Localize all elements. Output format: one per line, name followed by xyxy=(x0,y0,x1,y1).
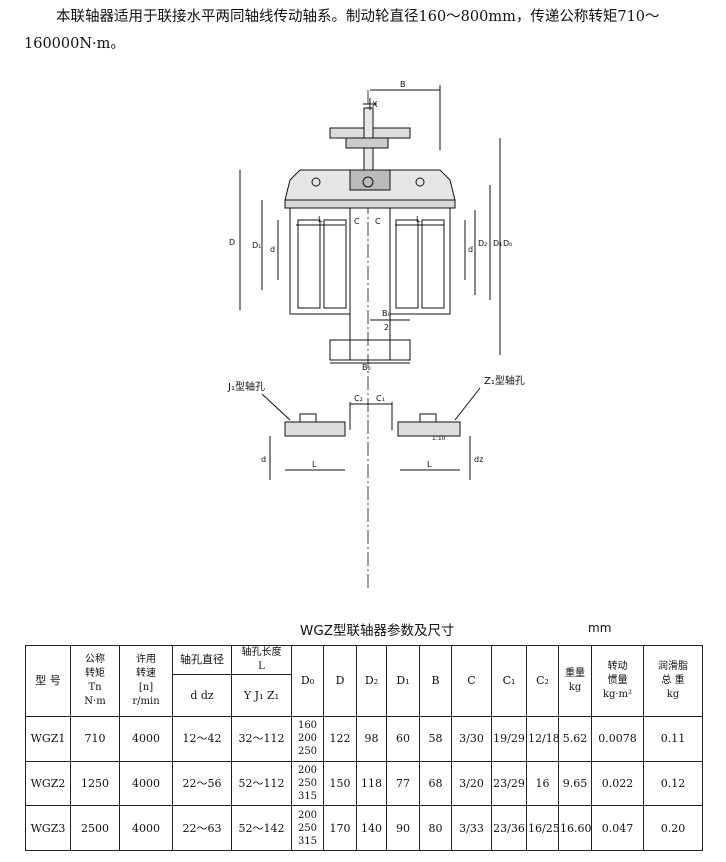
table-row: WGZ2 1250 4000 22～56 52～112 200 250 315 … xyxy=(25,760,703,807)
svg-text:D₁: D₁ xyxy=(252,241,261,250)
table-row: WGZ3 2500 4000 22～63 52～142 200 250 315 … xyxy=(25,805,703,851)
right-hub-section xyxy=(397,421,461,437)
svg-text:d: d xyxy=(261,455,266,464)
header-inertia: 转动 惯量 kg·m² xyxy=(591,645,644,717)
table-title: WGZ型联轴器参数及尺寸 xyxy=(300,623,455,639)
header-length-sub: Y J₁ Z₁ xyxy=(231,674,292,717)
header-c2: C₂ xyxy=(526,645,559,717)
label-j1-hole: J₁型轴孔 xyxy=(227,380,265,393)
header-grease: 润滑脂 总 重 kg xyxy=(643,645,703,717)
svg-text:d: d xyxy=(270,245,275,254)
header-d: D xyxy=(323,645,357,717)
header-length: 轴孔长度 L xyxy=(231,645,292,675)
header-d2: D₂ xyxy=(356,645,387,717)
svg-text:L: L xyxy=(416,215,421,224)
header-weight: 重量 kg xyxy=(558,645,592,717)
svg-text:C₂: C₂ xyxy=(354,394,363,403)
parameters-table: 型 号 公称 转矩 Tn N·m 许用 转速 [n] r/min 轴孔直径 轴孔… xyxy=(25,645,703,851)
svg-text:L: L xyxy=(312,460,317,469)
svg-text:D₀: D₀ xyxy=(503,239,512,248)
svg-text:D: D xyxy=(229,238,235,247)
svg-text:dz: dz xyxy=(474,455,483,464)
label-b: B xyxy=(400,80,406,89)
header-b: B xyxy=(419,645,452,717)
header-d0: D₀ xyxy=(291,645,324,717)
header-torque: 公称 转矩 Tn N·m xyxy=(70,645,120,717)
header-model: 型 号 xyxy=(25,645,71,717)
intro-text: 本联轴器适用于联接水平两同轴线传动轴系。制动轮直径160～800mm，传递公称转… xyxy=(24,9,660,52)
svg-text:1:10: 1:10 xyxy=(432,435,446,442)
svg-text:d: d xyxy=(468,245,473,254)
header-bore: 轴孔直径 xyxy=(172,645,232,675)
svg-text:B₀: B₀ xyxy=(382,309,391,318)
header-speed: 许用 转速 [n] r/min xyxy=(119,645,173,717)
label-z1-hole: Z₁型轴孔 xyxy=(484,374,525,387)
label-x: X xyxy=(372,100,378,109)
svg-text:2: 2 xyxy=(384,323,389,332)
svg-text:L: L xyxy=(427,460,432,469)
coupling-drawing: X B L L C C D D₁ d d D₂ D₁ D₀ B₀ 2 B₀ J₁… xyxy=(227,80,525,590)
table-unit: mm xyxy=(588,621,612,635)
table-row: WGZ1 710 4000 12～42 32～112 160 200 250 1… xyxy=(25,716,703,762)
header-d1: D₁ xyxy=(386,645,420,717)
intro-paragraph: 本联轴器适用于联接水平两同轴线传动轴系。制动轮直径160～800mm，传递公称转… xyxy=(24,4,704,58)
svg-text:C: C xyxy=(354,217,360,226)
svg-text:C₁: C₁ xyxy=(376,394,385,403)
svg-text:D₁: D₁ xyxy=(493,239,502,248)
header-c: C xyxy=(451,645,492,717)
header-bore-sub: d dz xyxy=(172,674,232,717)
svg-text:L: L xyxy=(318,215,323,224)
svg-text:C: C xyxy=(375,217,381,226)
header-c1: C₁ xyxy=(491,645,527,717)
left-hub-section xyxy=(284,421,346,437)
svg-text:D₂: D₂ xyxy=(478,239,487,248)
svg-text:B₀: B₀ xyxy=(362,363,371,372)
